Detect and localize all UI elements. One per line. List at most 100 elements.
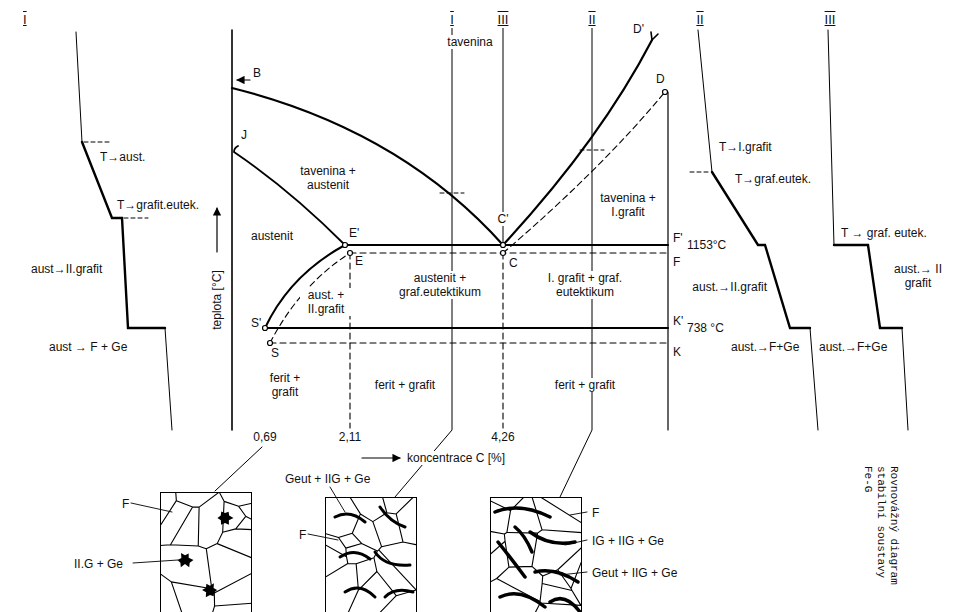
region-label: ferit + grafit — [374, 378, 436, 392]
grain-boundary — [160, 492, 252, 612]
region-label: tavenina + I.grafit — [598, 191, 658, 219]
axis-arrow — [362, 457, 400, 458]
region-label: ferit + grafit — [266, 371, 304, 399]
point-label: K — [672, 345, 682, 359]
curve-header: II — [695, 12, 704, 28]
region-label: austenit — [250, 229, 294, 243]
axis-label: koncentrace C [%] — [406, 451, 506, 465]
region-label: austenit + graf.eutektikum — [389, 271, 491, 299]
curve-label: aust → F + Ge — [48, 340, 128, 354]
curve-label: T→aust. — [99, 150, 146, 164]
alloy-i-line — [395, 28, 452, 497]
curve-label: T→I.grafit — [718, 140, 773, 154]
point-label: F — [672, 255, 681, 269]
micrograph-box: FII.G + Ge — [160, 492, 252, 612]
cooling-curve — [165, 328, 172, 430]
arrest-tick — [690, 172, 708, 173]
graphite-flake — [495, 508, 550, 517]
graphite-flake — [535, 571, 578, 582]
alloy-ii-line — [560, 28, 592, 497]
axis-arrow — [216, 208, 217, 252]
micrograph-box: FIG + IIG + GeGeut + IIG + Ge — [490, 497, 582, 612]
cooling-curve — [82, 142, 165, 328]
point-label: F' — [672, 231, 684, 245]
axis-label: teplota [°C] — [210, 269, 224, 331]
point-label: E — [354, 254, 364, 268]
temperature-axis — [231, 30, 233, 430]
solidus-je — [234, 146, 345, 245]
graphite-flake — [340, 552, 370, 559]
curve-header: II — [587, 12, 596, 28]
eutectoid-line — [265, 327, 668, 329]
micrograph — [160, 492, 252, 612]
b-arrow — [237, 79, 250, 80]
curve-label: aust→II.grafit — [30, 262, 103, 276]
caption: Rovnovážný diagram stabilní soustavy Fe-… — [861, 466, 900, 594]
micro-label: IG + IIG + Ge — [591, 534, 665, 548]
curve-label: T→graf.eutek. — [734, 172, 812, 186]
graphite-nodule — [202, 583, 217, 597]
curve-label: aust.→II.grafit — [691, 280, 768, 294]
point-label: D — [655, 72, 666, 86]
micro-label: F — [121, 497, 130, 511]
region-label: ferit + grafit — [554, 378, 616, 392]
point-label: S — [270, 346, 280, 360]
micro-label: F — [591, 506, 600, 520]
cooling-curve — [76, 32, 82, 142]
curve-header: I — [22, 12, 28, 28]
curve-label: T → graf. eutek. — [840, 226, 928, 240]
metastable-eutectic — [350, 252, 668, 253]
region-label: I. grafit + graf. eutektikum — [534, 271, 636, 299]
graphite-nodule — [217, 512, 233, 525]
leader-line — [131, 487, 587, 575]
tick-label: 4,26 — [490, 430, 515, 444]
liquidus-tick — [440, 150, 604, 193]
d-mark — [651, 32, 658, 40]
region-label: tavenina + austenit — [298, 164, 358, 192]
eutectic-line — [345, 244, 668, 246]
curve-header: I — [449, 12, 455, 28]
curve-label: T→grafit.eutek. — [116, 198, 200, 212]
graphite-flake — [375, 552, 410, 565]
point-label: C' — [497, 212, 510, 226]
micrograph-box: Geut + IIG + GeF — [325, 497, 417, 612]
micrographs — [160, 492, 582, 612]
point-label: K' — [672, 314, 684, 328]
curve-label: aust.→F+Ge — [818, 340, 888, 354]
graphite-flake — [345, 588, 375, 597]
point-label: D' — [632, 22, 645, 36]
graphite-flake — [515, 527, 532, 552]
curve-label: aust.→F+Ge — [730, 340, 800, 354]
graphite-flake — [550, 599, 580, 612]
metastable-eutectoid — [270, 342, 668, 343]
right-border — [667, 92, 668, 430]
temperature-label: 738 °C — [686, 321, 725, 335]
grain-boundary — [490, 497, 582, 612]
region-label: tavenina — [446, 35, 493, 49]
cooling-curve — [810, 328, 818, 430]
graphite-nodule — [177, 553, 193, 567]
temperature-label: 1153°C — [686, 238, 727, 252]
micrograph — [490, 497, 582, 612]
region-label: aust. + II.grafit — [300, 288, 352, 316]
micro-label: F — [298, 528, 307, 542]
curve-label: aust.→ II grafit — [888, 262, 948, 290]
curve-header: III — [497, 12, 510, 28]
e-vertical — [349, 253, 350, 428]
micro-label: Geut + IIG + Ge — [591, 566, 678, 580]
cooling-curve — [902, 328, 908, 430]
cooling-curve — [828, 30, 834, 245]
micrograph — [325, 497, 417, 612]
graphite-flake — [500, 594, 545, 607]
point-label: E' — [348, 226, 360, 240]
grain-boundary — [325, 497, 417, 612]
graphite-flake — [530, 532, 575, 543]
c-vertical — [502, 253, 503, 428]
cooling-curve — [698, 30, 712, 172]
micro-label: Geut + IIG + Ge — [284, 472, 371, 486]
point-circles — [263, 90, 668, 346]
tick-label: 2,11 — [338, 430, 362, 444]
graphite-flake — [498, 542, 525, 577]
graphite-flake — [335, 514, 365, 522]
